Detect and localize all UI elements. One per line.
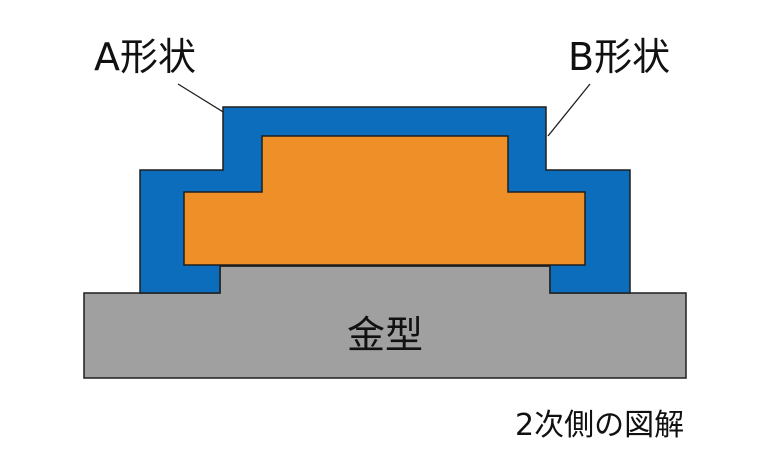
- mold-label: 金型: [347, 313, 423, 357]
- shape-a-part: [183, 135, 586, 266]
- shape-a-label: A形状: [94, 35, 196, 79]
- diagram-caption: 2次側の図解: [515, 408, 684, 443]
- shape-b-leader-line: [547, 83, 591, 137]
- shape-b-label: B形状: [568, 35, 670, 79]
